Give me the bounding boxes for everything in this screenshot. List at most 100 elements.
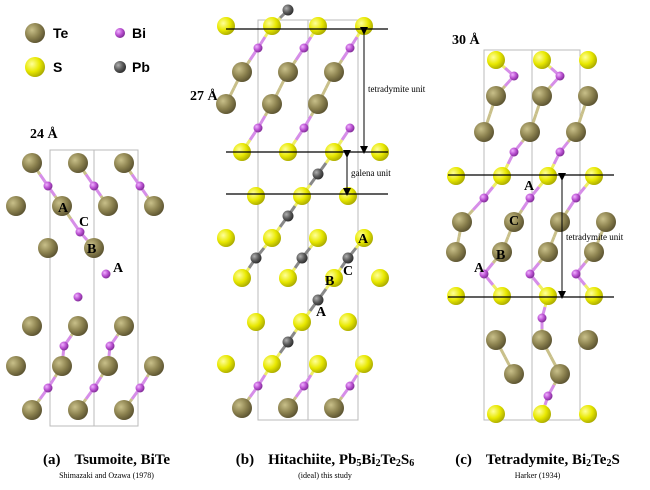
- panel-c-te-atom: [566, 122, 586, 142]
- panel-c-s-atom: [493, 167, 511, 185]
- panel-c-te-atom: [486, 330, 506, 350]
- panel-c-formula-part: S: [611, 452, 620, 468]
- panel-b-formula-part: 2: [375, 458, 381, 469]
- panel-c-te-atom: [486, 86, 506, 106]
- panel-a-te-atom: [114, 400, 134, 420]
- panel-b-pb-atom: [296, 252, 308, 264]
- panel-c-bi-atom: [571, 193, 581, 203]
- panel-b-s-atom: [339, 187, 357, 205]
- panel-b-s-atom: [355, 17, 373, 35]
- panel-b-s-atom: [279, 269, 297, 287]
- panel-b-te-atom: [262, 94, 282, 114]
- panel-c-s-atom: [533, 51, 551, 69]
- panel-b-pb-atom: [342, 252, 354, 264]
- panel-b-bi-atom: [253, 381, 263, 391]
- panel-b-bi-atom: [345, 381, 355, 391]
- panel-b-site-label-a2: A: [316, 305, 327, 320]
- panel-c-formula-part: Te: [591, 452, 607, 468]
- panel-c-bi-atom: [537, 313, 547, 323]
- panel-a-te-atom: [38, 238, 58, 258]
- panel-b-citation: (ideal) this study: [298, 471, 352, 480]
- panel-b-s-atom: [355, 355, 373, 373]
- panel-b-te-atom: [232, 398, 252, 418]
- panel-a-te-atom: [22, 316, 42, 336]
- panel-b-site-label-a: A: [358, 232, 369, 247]
- panel-a-te-atom: [98, 196, 118, 216]
- panel-a-te-atom: [22, 400, 42, 420]
- panel-a-te-atom: [84, 238, 104, 258]
- panel-c-s-atom: [539, 287, 557, 305]
- panel-b-te-atom: [308, 94, 328, 114]
- panel-a-te-atom: [114, 153, 134, 173]
- panel-c-s-atom: [487, 51, 505, 69]
- te-legend-label: Te: [53, 25, 69, 41]
- panel-c-te-atom: [538, 242, 558, 262]
- s-legend-swatch: [25, 57, 45, 77]
- panel-b-s-atom: [325, 269, 343, 287]
- panel-b-bi-atom: [299, 43, 309, 53]
- panel-a-te-atom: [6, 196, 26, 216]
- panel-b-s-atom: [309, 355, 327, 373]
- panel-b-s-atom: [217, 17, 235, 35]
- panel-a-caption: (a)Tsumoite, BiTe Shimazaki and Ozawa (1…: [4, 452, 209, 480]
- panel-b-bi-atom: [253, 43, 263, 53]
- panel-b-site-label-c: C: [343, 264, 353, 279]
- panel-c-s-atom: [579, 405, 597, 423]
- panel-a-site-label-a2: A: [113, 261, 124, 276]
- panel-a-te-atom: [144, 356, 164, 376]
- panel-b-title: Hitachiite, Pb5Bi2Te2S6: [268, 452, 414, 469]
- panel-a-bi-atom: [105, 341, 115, 351]
- panel-c-dimension: 30 Å: [452, 32, 481, 48]
- panel-b-atoms: [216, 4, 389, 418]
- panel-a-te-atom: [52, 196, 72, 216]
- panel-a-bi-atom: [89, 181, 99, 191]
- panel-b-s-atom: [263, 17, 281, 35]
- panel-b-te-atom: [278, 62, 298, 82]
- panel-b-te-atom: [216, 94, 236, 114]
- panel-c-citation: Harker (1934): [514, 471, 561, 480]
- panel-c-atoms: [446, 51, 616, 423]
- panel-c-te-atom: [596, 212, 616, 232]
- panel-a-te-atom: [68, 400, 88, 420]
- panel-c-bi-atom: [509, 71, 519, 81]
- panel-c-bi-atom: [543, 391, 553, 401]
- panel-b-pb-atom: [312, 168, 324, 180]
- panel-b-s-atom: [339, 313, 357, 331]
- panel-c-te-atom: [474, 122, 494, 142]
- panel-a-title: Tsumoite, BiTe: [74, 452, 171, 468]
- panel-a-bi-atom: [59, 341, 69, 351]
- panel-a-structure: [6, 149, 164, 427]
- panel-c-te-atom: [446, 242, 466, 262]
- panel-c-title-prefix: Tetradymite, Bi: [485, 452, 587, 468]
- panel-b-tetradymite-unit-label: tetradymite unit: [368, 84, 426, 94]
- panel-c-te-atom: [504, 364, 524, 384]
- panel-b-formula-part: 5: [356, 458, 362, 469]
- panel-a-site-label-c: C: [79, 215, 89, 230]
- panel-b-te-atom: [324, 62, 344, 82]
- panel-b-s-atom: [263, 355, 281, 373]
- panel-c-site-label-a2: A: [474, 261, 485, 276]
- panel-c-bi-atom: [555, 71, 565, 81]
- panel-a-bi-atom: [43, 181, 53, 191]
- panel-b-bi-atom: [253, 123, 263, 133]
- pb-legend-label: Pb: [132, 59, 150, 75]
- panel-b-bi-atom: [299, 123, 309, 133]
- panel-c-bi-atom: [525, 193, 535, 203]
- panel-b-pb-atom: [312, 294, 324, 306]
- panel-c-bi-atom: [555, 147, 565, 157]
- panel-a-atoms: [6, 153, 164, 420]
- panel-c-te-atom: [578, 86, 598, 106]
- panel-b-s-atom: [309, 17, 327, 35]
- panel-b-s-atom: [233, 269, 251, 287]
- bi-legend-swatch: [115, 28, 125, 38]
- panel-a-citation: Shimazaki and Ozawa (1978): [59, 471, 154, 480]
- panel-b-te-atom: [278, 398, 298, 418]
- panel-a-te-atom: [52, 356, 72, 376]
- panel-c-te-atom: [452, 212, 472, 232]
- panel-b-dimension: 27 Å: [190, 88, 219, 104]
- panel-c-site-label-a: A: [524, 179, 535, 194]
- panel-c-te-atom: [578, 330, 598, 350]
- panel-c-bi-atom: [525, 269, 535, 279]
- panel-c-te-atom: [520, 122, 540, 142]
